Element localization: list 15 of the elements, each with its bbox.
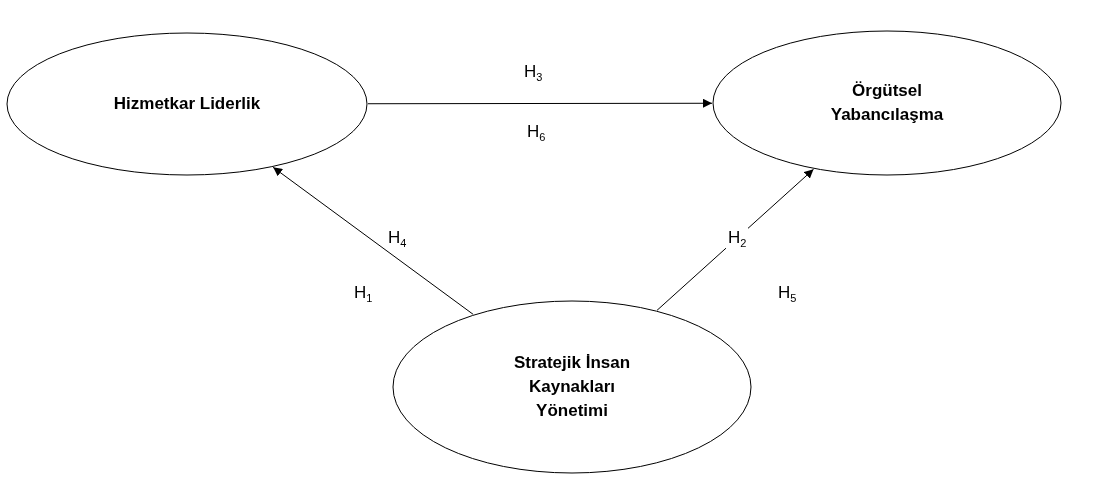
ellipse-node bbox=[712, 30, 1062, 176]
node-label: Örgütsel Yabancılaşma bbox=[829, 80, 945, 126]
arrow bbox=[656, 168, 814, 311]
ellipse-node bbox=[392, 300, 752, 474]
arrow bbox=[272, 166, 474, 315]
node-label: Stratejik İnsan Kaynakları Yönetimi bbox=[512, 352, 632, 422]
hypothesis-label: H$_{1}$ bbox=[352, 283, 375, 305]
hypothesis-label: H$_{6}$ bbox=[525, 122, 548, 144]
hypothesis-label: H$_{5}$ bbox=[776, 283, 799, 305]
ellipse-node bbox=[6, 32, 368, 176]
edge-label: H$_{4}$ bbox=[386, 228, 409, 250]
node-label: Hizmetkar Liderlik bbox=[112, 93, 262, 115]
edge-label: H$_{3}$ bbox=[522, 62, 545, 84]
edge-label: H$_{2}$ bbox=[726, 228, 749, 250]
arrow bbox=[367, 98, 713, 108]
